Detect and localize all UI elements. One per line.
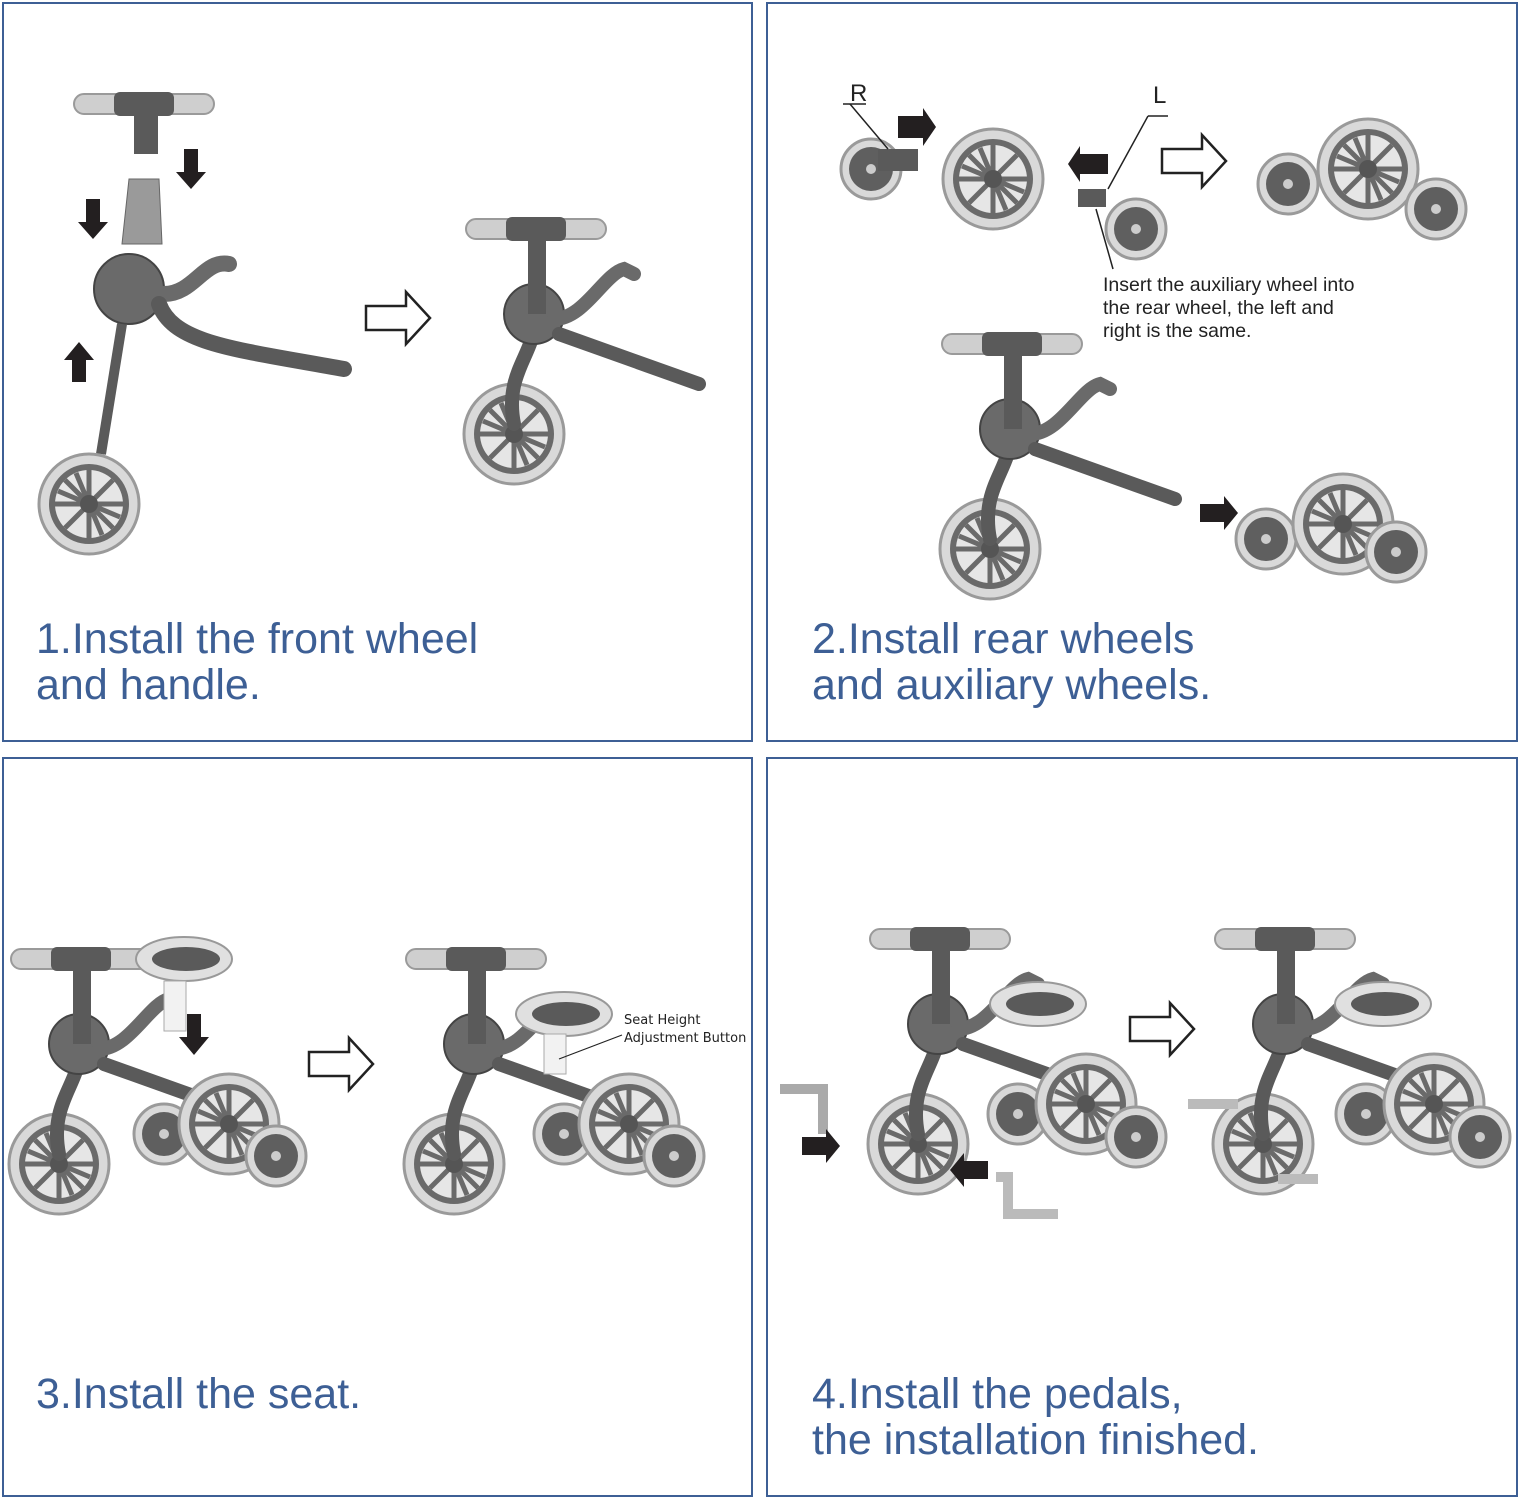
auxiliary-wheel-note: Insert the auxiliary wheel into the rear…: [1103, 274, 1354, 343]
step-1-caption-line1: 1.Install the front wheel: [36, 615, 479, 663]
pedals-illustration: [780, 759, 1512, 1219]
step-4-caption-line2: the installation finished.: [812, 1416, 1260, 1464]
step-3-panel: Seat Height Adjustment Button 3.Install …: [2, 757, 753, 1497]
right-label: R: [850, 80, 868, 107]
note-line: Seat Height: [624, 1013, 701, 1028]
seat-illustration: [4, 936, 706, 1359]
step-4-panel: 4.Install the pedals, the installation f…: [766, 757, 1518, 1497]
step-3-caption-line1: 3.Install the seat.: [36, 1370, 362, 1418]
step-2-panel: R L Insert the auxiliary wheel into the …: [766, 2, 1518, 742]
note-line: right is the same.: [1103, 320, 1252, 342]
left-label: L: [1153, 82, 1167, 109]
note-line: Insert the auxiliary wheel into: [1103, 274, 1355, 296]
step-1-caption-line2: and handle.: [36, 661, 261, 709]
step-3-caption: 3.Install the seat.: [36, 1371, 361, 1417]
step-4-caption-line1: 4.Install the pedals,: [812, 1370, 1183, 1418]
seat-height-adjustment-note: Seat Height Adjustment Button: [624, 1012, 746, 1048]
step-2-caption: 2.Install rear wheels and auxiliary whee…: [812, 616, 1211, 708]
step-2-caption-line2: and auxiliary wheels.: [812, 661, 1212, 709]
step-1-panel: 1.Install the front wheel and handle.: [2, 2, 753, 742]
step-1-caption: 1.Install the front wheel and handle.: [36, 616, 478, 708]
note-line: the rear wheel, the left and: [1103, 297, 1334, 319]
step-4-caption: 4.Install the pedals, the installation f…: [812, 1371, 1259, 1463]
step-2-caption-line1: 2.Install rear wheels: [812, 615, 1195, 663]
front-wheel-handle-illustration: [4, 91, 751, 604]
note-line: Adjustment Button: [624, 1031, 747, 1046]
rear-wheels-illustration: [839, 103, 1468, 604]
